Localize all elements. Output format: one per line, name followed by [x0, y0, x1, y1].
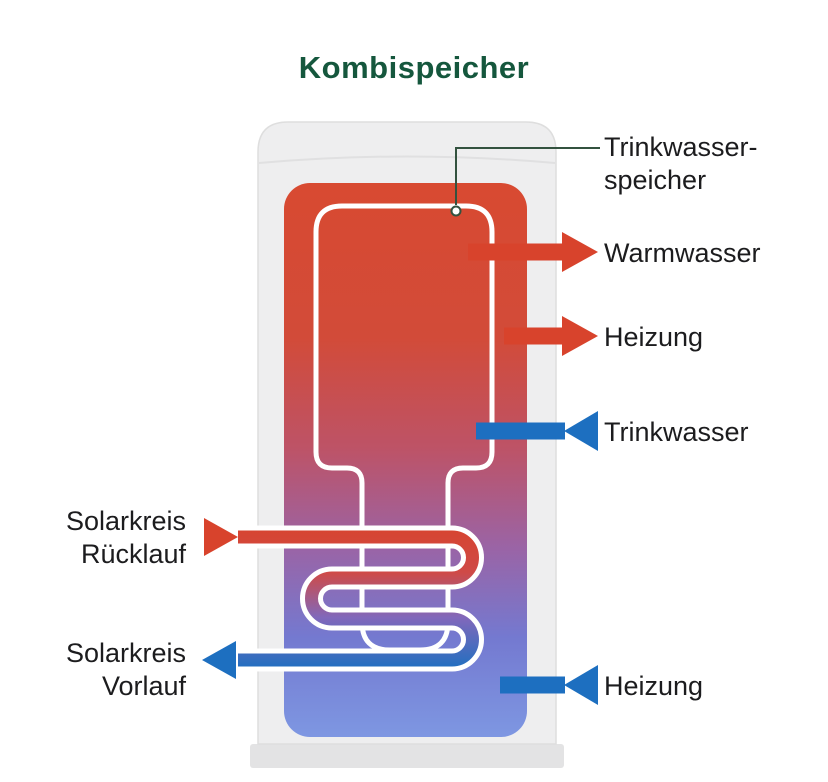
solar-coil-pipe: [238, 530, 479, 667]
label-trinkwasserspeicher-line1: Trinkwasser-: [604, 132, 758, 162]
trinkwasser-arrow: [476, 411, 598, 451]
solar-ruecklauf-arrowhead: [204, 518, 238, 556]
solar-vorlauf-arrowhead: [202, 641, 236, 679]
heizung-bottom-arrow: [500, 665, 598, 705]
label-trinkwasserspeicher: Trinkwasser- speicher: [604, 131, 758, 197]
label-trinkwasser: Trinkwasser: [604, 417, 749, 447]
label-heizung-bottom: Heizung: [604, 671, 704, 701]
heizung-top-arrow: [504, 316, 598, 356]
label-trinkwasserspeicher-line2: speicher: [604, 165, 707, 195]
inner-tank-pointer-dot: [450, 205, 462, 217]
label-solarkreis-vorlauf: Solarkreis Vorlauf: [20, 637, 186, 703]
label-solarkreis-ruecklauf-line1: Solarkreis: [65, 506, 186, 536]
label-solarkreis-vorlauf-line1: Solarkreis: [65, 638, 186, 668]
label-solarkreis-ruecklauf-line2: Rücklauf: [80, 539, 186, 569]
label-warmwasser: Warmwasser: [604, 238, 761, 268]
inner-tank-pointer-line: [455, 147, 600, 205]
label-heizung-top: Heizung: [604, 322, 704, 352]
label-solarkreis-vorlauf-line2: Vorlauf: [101, 671, 186, 701]
page-title: Kombispeicher: [298, 50, 530, 85]
warmwasser-arrow: [468, 232, 598, 272]
label-solarkreis-ruecklauf: Solarkreis Rücklauf: [20, 505, 186, 571]
tank-lid-seam: [258, 155, 556, 164]
tank-base: [250, 744, 564, 768]
